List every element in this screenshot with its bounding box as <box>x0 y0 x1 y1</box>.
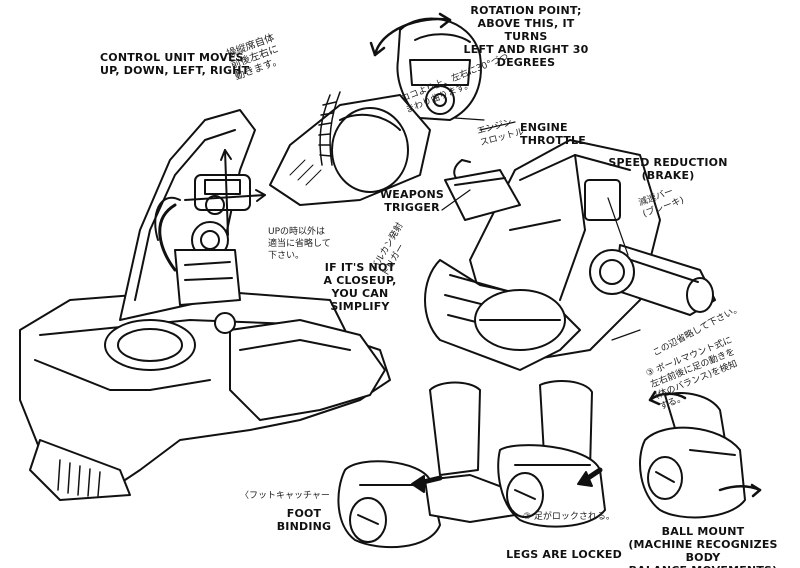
weapons-trigger-label: WEAPONS TRIGGER <box>379 188 445 214</box>
feet <box>337 390 762 549</box>
vehicle-body <box>19 109 391 501</box>
ball-mount-label: BALL MOUNT (MACHINE RECOGNIZES BODY BALA… <box>628 525 778 568</box>
handle-unit <box>424 139 716 371</box>
foot-binding-note: 〈フットキャッチャー <box>240 491 330 501</box>
legs-locked-label: LEGS ARE LOCKED <box>506 548 622 561</box>
leader-lines <box>441 117 641 341</box>
mech-torso <box>269 91 431 206</box>
speed-reduction-label: SPEED REDUCTION (BRAKE) <box>608 156 728 182</box>
engine-throttle-label: ENGINE THROTTLE <box>520 121 586 147</box>
rotation-point-label: ROTATION POINT; ABOVE THIS, IT TURNS LEF… <box>463 4 589 69</box>
mech-head <box>369 12 482 121</box>
legs-locked-note: ② 足がロックされる。 <box>523 512 615 522</box>
simplify-label: IF IT'S NOT A CLOSEUP, YOU CAN SIMPLIFY <box>323 261 397 313</box>
foot-binding-label: FOOT BINDING <box>276 507 332 533</box>
control-unit-label: CONTROL UNIT MOVES UP, DOWN, LEFT, RIGHT <box>100 51 250 77</box>
simplify-note: UPの時以外は 適当に省略して 下さい。 <box>268 227 331 261</box>
